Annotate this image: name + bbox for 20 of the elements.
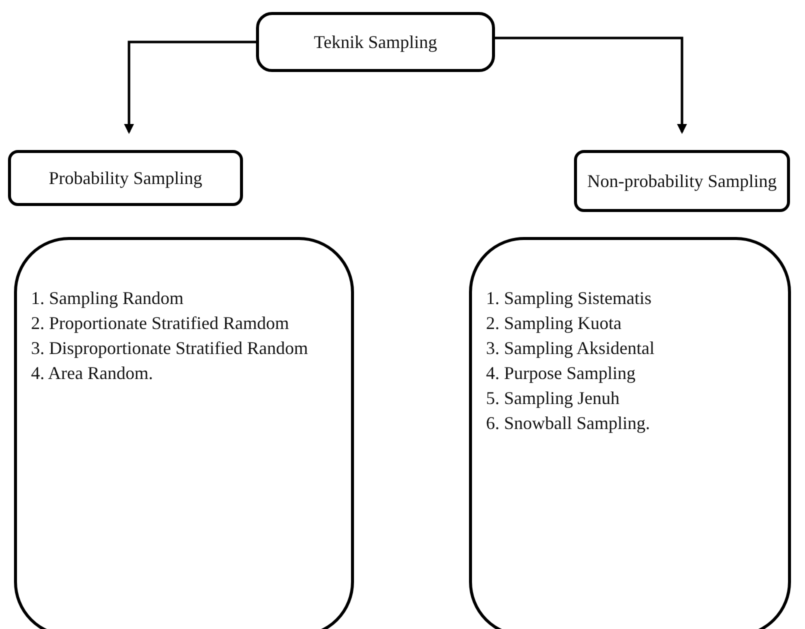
- node-label: Teknik Sampling: [314, 30, 438, 54]
- arrow: [124, 40, 256, 134]
- list-box: [469, 237, 791, 629]
- list-item: 4. Area Random.: [31, 362, 153, 385]
- list-item: 3. Sampling Aksidental: [486, 337, 654, 360]
- category-box: [574, 150, 790, 212]
- list-item: 2. Sampling Kuota: [486, 312, 622, 335]
- list-item: 5. Sampling Jenuh: [486, 387, 620, 410]
- list-item: 2. Proportionate Stratified Ramdom: [31, 312, 289, 335]
- list-item: 4. Purpose Sampling: [486, 362, 636, 385]
- list-item: 6. Snowball Sampling.: [486, 412, 650, 435]
- node-label: Probability Sampling: [48, 166, 202, 190]
- list-box: [14, 237, 354, 629]
- list-item: 3. Disproportionate Stratified Random: [31, 337, 308, 360]
- arrow: [495, 36, 687, 134]
- list-item: 1. Sampling Random: [31, 287, 184, 310]
- node-label: Non-probability Sampling: [587, 170, 777, 193]
- list-item: 1. Sampling Sistematis: [486, 287, 652, 310]
- category-box: [8, 150, 243, 206]
- category-box: [256, 12, 495, 72]
